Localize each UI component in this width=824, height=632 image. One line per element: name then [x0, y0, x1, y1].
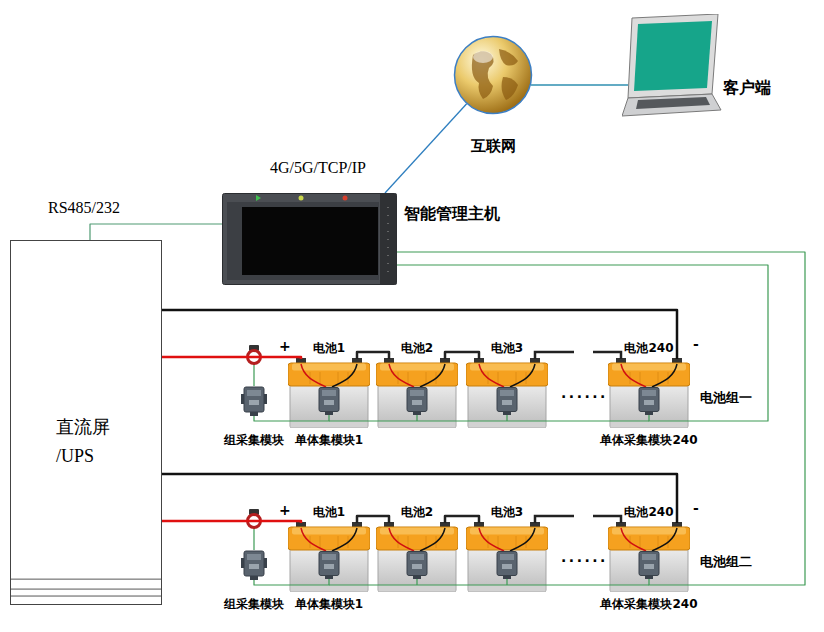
connector	[254, 415, 329, 421]
protocol-label: 4G/5G/TCP/IP	[268, 158, 368, 177]
battery-strap	[593, 352, 621, 359]
annotation-label: -	[693, 500, 699, 517]
sampling-bus	[329, 415, 649, 421]
cell-module: 单体集模块1	[318, 387, 340, 415]
management-host: 智能管理主机	[222, 193, 397, 285]
annotation-label: -	[693, 336, 699, 353]
cell-module-icon	[407, 388, 427, 416]
internet-globe: 互联网	[453, 35, 533, 115]
node-shape-art	[319, 388, 339, 416]
node-shape	[241, 550, 267, 580]
node-label: 单体集模块1	[295, 597, 363, 611]
connector	[162, 310, 677, 359]
node-label: 电池2	[401, 505, 433, 519]
connector	[162, 521, 301, 523]
connector	[397, 252, 805, 585]
node-label: 客户端	[723, 78, 771, 97]
node-shape-art	[639, 552, 659, 580]
annotation-label: ......	[561, 385, 608, 402]
connector	[162, 474, 677, 523]
node-label: 电池240	[624, 505, 673, 519]
group-module: 组采集模块	[241, 550, 267, 580]
group-module: 组采集模块	[241, 386, 267, 416]
client-laptop: 客户端	[622, 14, 722, 118]
connector	[531, 84, 628, 85]
node-shape-art	[639, 388, 659, 416]
node-label: 直流屏 /UPS	[56, 413, 126, 471]
node-label: 电池1	[313, 505, 345, 519]
node-shape-art	[241, 387, 267, 416]
node-label: 互联网	[471, 137, 516, 155]
node-shape	[622, 14, 722, 118]
connector	[445, 516, 479, 523]
connector	[162, 357, 301, 359]
cell-module: 单体采集模块240	[638, 551, 660, 579]
node-label: 智能管理主机	[404, 204, 500, 223]
connector	[254, 579, 329, 585]
node-label: 组采集模块	[224, 597, 284, 611]
connector	[385, 104, 467, 193]
node-shape	[222, 193, 397, 285]
connector	[90, 224, 222, 240]
battery-group-art	[248, 509, 691, 592]
cell-module-icon	[497, 388, 517, 416]
node-shape-art	[223, 194, 397, 285]
protocol-label: RS485/232	[46, 198, 122, 217]
connector	[397, 265, 768, 421]
dc-screen-ups: 直流屏 /UPS	[10, 240, 162, 605]
battery-cell: 电池3	[466, 522, 548, 592]
node-shape-art	[319, 552, 339, 580]
node-shape	[638, 551, 660, 579]
annotation-label: 电池组一	[700, 390, 752, 406]
node-shape	[453, 35, 533, 115]
node-label: 组采集模块	[224, 433, 284, 447]
node-label: 电池3	[491, 341, 523, 355]
cell-module: 单体采集模块240	[638, 387, 660, 415]
annotation-label: +	[279, 502, 291, 519]
node-label: 单体采集模块240	[600, 433, 697, 447]
clamp-lead	[253, 364, 254, 386]
connectors	[90, 85, 805, 585]
node-shape	[318, 551, 340, 579]
node-label: 电池240	[624, 341, 673, 355]
node-shape	[241, 386, 267, 416]
node-label: 电池1	[313, 341, 345, 355]
node-shape	[638, 387, 660, 415]
battery-strap	[535, 352, 574, 359]
node-shape-art	[622, 14, 721, 116]
node-label: 单体采集模块240	[600, 597, 697, 611]
node-shape-art	[241, 551, 267, 580]
connector	[357, 516, 389, 523]
connector	[357, 352, 389, 359]
battery-cell: 电池2	[376, 358, 458, 428]
battery-cell: 电池3	[466, 358, 548, 428]
node-label: 单体集模块1	[295, 433, 363, 447]
node-label: 电池2	[401, 341, 433, 355]
annotation-label: +	[279, 338, 291, 355]
annotation-label: 电池组二	[700, 554, 752, 570]
cell-module: 单体集模块1	[318, 551, 340, 579]
node-label: 电池3	[491, 505, 523, 519]
battery-cell: 电池2	[376, 522, 458, 592]
node-shape-art	[455, 37, 532, 114]
node-shape	[318, 387, 340, 415]
connector	[445, 352, 479, 359]
annotation-label: ......	[561, 549, 608, 566]
battery-group-art	[248, 345, 691, 428]
node-shape-art	[11, 579, 161, 596]
